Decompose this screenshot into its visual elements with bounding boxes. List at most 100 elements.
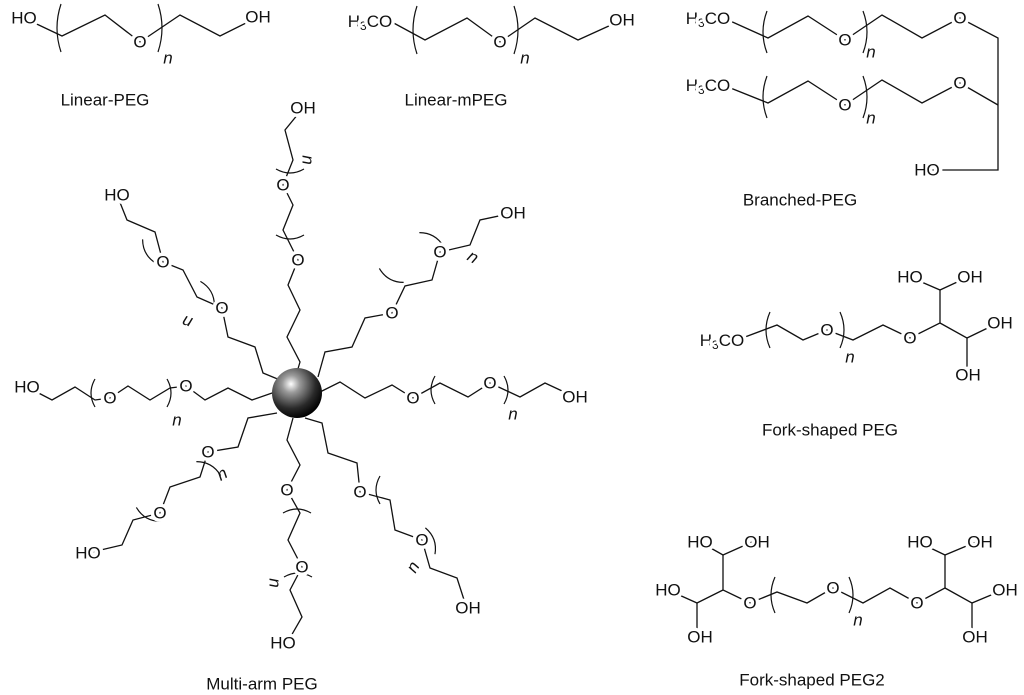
close-bracket bbox=[200, 280, 216, 306]
fork2-right-oh bbox=[971, 589, 1004, 604]
fork-peg-diol-top bbox=[909, 276, 969, 291]
repeat-unit-n-label: n bbox=[508, 405, 517, 424]
multi-arm-chain-4 bbox=[317, 212, 514, 378]
close-bracket bbox=[513, 5, 519, 55]
atom-co: CO bbox=[367, 12, 393, 31]
open-bracket bbox=[412, 5, 418, 55]
close-bracket bbox=[166, 378, 172, 408]
hydroxyl-label: HO bbox=[897, 268, 923, 287]
repeat-unit-n-label: n bbox=[464, 246, 482, 267]
oxygen-atom-label: O bbox=[406, 389, 419, 408]
methoxy-group-label: H3CO bbox=[700, 331, 744, 353]
multi-arm-chain-6 bbox=[87, 412, 278, 554]
hydroxyl-label: HO bbox=[11, 9, 37, 28]
hydroxyl-label: OH bbox=[687, 628, 713, 647]
oxygen-atom-label: O bbox=[433, 243, 446, 262]
repeat-unit-n-label: n bbox=[213, 463, 231, 484]
hydroxyl-label: OH bbox=[455, 599, 481, 618]
hydroxyl-label: HO bbox=[907, 533, 933, 552]
oxygen-atom-label: O bbox=[385, 304, 398, 323]
oxygen-atom-label: O bbox=[903, 329, 916, 348]
close-bracket bbox=[839, 311, 845, 349]
caption-fork-shaped-peg: Fork-shaped PEG bbox=[762, 421, 898, 440]
oxygen-atom-label: O bbox=[483, 374, 496, 393]
hydroxyl-label: HO bbox=[270, 634, 296, 653]
fork-peg-oh-bond bbox=[966, 322, 999, 339]
open-bracket bbox=[770, 576, 776, 614]
branched-peg-arm-1 bbox=[727, 14, 999, 171]
close-bracket bbox=[848, 576, 854, 614]
oxygen-atom-label: O bbox=[910, 594, 923, 613]
close-bracket bbox=[862, 10, 868, 54]
oxygen-atom-label: O bbox=[276, 176, 289, 195]
hydroxyl-label: OH bbox=[500, 204, 526, 223]
methoxy-group-label: H3CO bbox=[686, 9, 730, 31]
multi-arm-chain-2 bbox=[116, 194, 281, 381]
multi-arm-core-sphere bbox=[272, 368, 322, 418]
open-bracket bbox=[283, 572, 313, 578]
multi-arm-chain-5 bbox=[319, 381, 576, 399]
multi-arm-chain-7 bbox=[286, 417, 303, 644]
caption-branched-peg: Branched-PEG bbox=[743, 191, 857, 210]
close-bracket bbox=[157, 3, 163, 53]
repeat-unit-n-label: n bbox=[179, 311, 194, 332]
repeat-unit-n-label: n bbox=[853, 611, 862, 630]
captions-layer: Linear-PEG Linear-mPEG Branched-PEG Fork-sh… bbox=[61, 91, 898, 694]
oxygen-atom-label: O bbox=[103, 389, 116, 408]
close-bracket bbox=[862, 75, 868, 119]
hydroxyl-label: HO bbox=[687, 533, 713, 552]
oxygen-atom-label: O bbox=[215, 299, 228, 318]
hydroxyl-label: OH bbox=[290, 99, 316, 118]
atom-h: H bbox=[700, 331, 712, 350]
hydroxyl-label: OH bbox=[992, 581, 1018, 600]
oxygen-atom-label: O bbox=[156, 253, 169, 272]
hydroxyl-label: HO bbox=[914, 161, 940, 180]
oxygen-atom-label: O bbox=[280, 481, 293, 500]
oxygen-atom-label: O bbox=[493, 33, 506, 52]
repeat-unit-n-label: n bbox=[520, 49, 529, 68]
methoxy-group-label: H3CO bbox=[686, 76, 730, 98]
hydroxyl-label: OH bbox=[562, 388, 588, 407]
atom-h: H bbox=[686, 76, 698, 95]
oxygen-atom-label: O bbox=[415, 531, 428, 550]
atom-co: CO bbox=[705, 76, 731, 95]
multi-arm-chain-1 bbox=[26, 385, 276, 401]
open-bracket bbox=[762, 10, 768, 54]
brackets-layer bbox=[56, 3, 868, 614]
oxygen-atom-label: O bbox=[820, 321, 833, 340]
open-bracket bbox=[56, 3, 62, 53]
close-bracket bbox=[275, 168, 305, 174]
hydroxyl-label: OH bbox=[962, 628, 988, 647]
caption-multi-arm-peg: Multi-arm PEG bbox=[206, 675, 317, 694]
open-bracket bbox=[282, 508, 312, 514]
hydroxyl-label: OH bbox=[957, 268, 983, 287]
hydroxyl-label: OH bbox=[744, 533, 770, 552]
atom-h: H bbox=[348, 12, 360, 31]
oxygen-atom-label: O bbox=[295, 558, 308, 577]
fork-peg-chain bbox=[744, 290, 941, 341]
repeat-unit-n-label: n bbox=[172, 411, 181, 430]
close-bracket bbox=[275, 234, 305, 240]
close-bracket bbox=[196, 460, 222, 476]
open-bracket bbox=[762, 75, 768, 119]
caption-linear-mpeg: Linear-mPEG bbox=[405, 91, 508, 110]
oxygen-atom-label: O bbox=[953, 74, 966, 93]
hydroxyl-label: HO bbox=[655, 581, 681, 600]
open-bracket bbox=[430, 375, 436, 405]
atom-co: CO bbox=[705, 9, 731, 28]
atom-h: H bbox=[686, 9, 698, 28]
fork2-right-diol-top bbox=[917, 541, 977, 556]
hydroxyl-label: OH bbox=[245, 8, 271, 27]
close-bracket bbox=[419, 231, 445, 247]
open-bracket bbox=[375, 475, 381, 505]
repeat-unit-n-label: n bbox=[402, 558, 423, 576]
oxygen-atom-label: O bbox=[201, 443, 214, 462]
close-bracket bbox=[425, 527, 437, 555]
hydroxyl-label: OH bbox=[987, 314, 1013, 333]
oxygen-atom-label: O bbox=[826, 579, 839, 598]
repeat-unit-n-label: n bbox=[845, 348, 854, 367]
caption-linear-peg: Linear-PEG bbox=[61, 91, 150, 110]
multi-arm-chain-8 bbox=[304, 417, 467, 607]
caption-fork-shaped-peg2: Fork-shaped PEG2 bbox=[739, 671, 885, 690]
